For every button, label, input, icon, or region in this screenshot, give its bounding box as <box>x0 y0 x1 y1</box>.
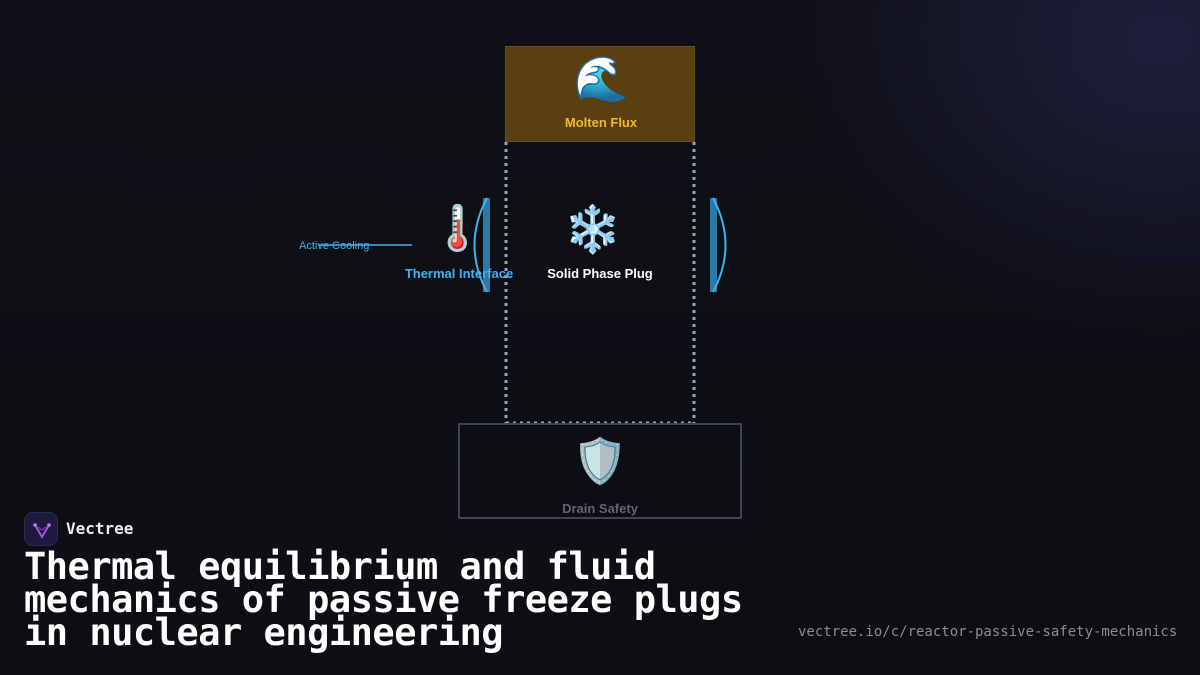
source-url[interactable]: vectree.io/c/reactor-passive-safety-mech… <box>798 624 1178 640</box>
wave-icon: 🌊 <box>573 55 629 104</box>
brand-name: Vectree <box>66 519 134 538</box>
shield-icon: 🛡️ <box>572 437 628 486</box>
solid-phase-plug-label: Solid Phase Plug <box>547 266 653 281</box>
cooling-jacket-left <box>483 198 490 292</box>
page-title: Thermal equilibrium and fluid mechanics … <box>24 545 743 654</box>
molten-flux-box: 🌊 Molten Flux <box>505 46 695 142</box>
molten-flux-label: Molten Flux <box>564 115 638 130</box>
cooling-arc-left <box>473 197 488 293</box>
drain-safety-box: 🛡️ Drain Safety <box>458 423 742 519</box>
drain-safety-label: Drain Safety <box>562 501 638 516</box>
cooling-jacket-right <box>710 198 717 292</box>
thermometer-icon: 🌡️ <box>430 204 485 253</box>
active-cooling-label: Active Cooling <box>299 240 370 252</box>
snowflake-icon: ❄️ <box>564 203 622 255</box>
cooling-arc-right <box>712 197 727 293</box>
thermal-interface-label: Thermal Interface <box>404 266 514 281</box>
vectree-logo-icon <box>24 512 58 546</box>
